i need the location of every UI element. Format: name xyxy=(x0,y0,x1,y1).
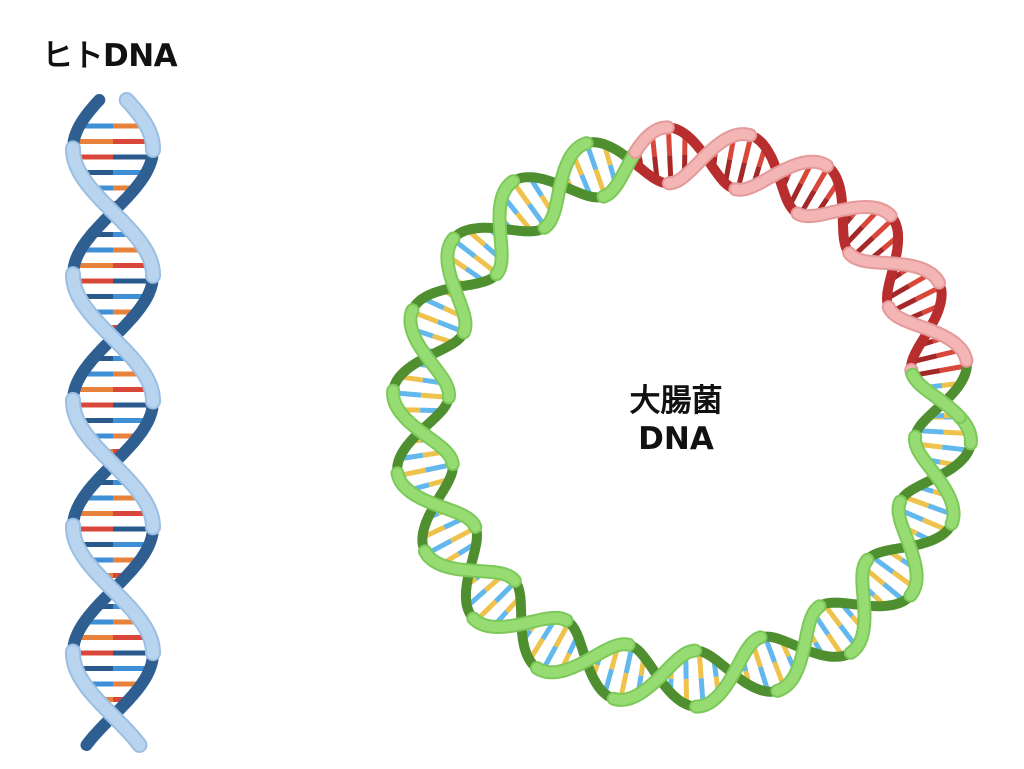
ring-strand-front xyxy=(532,639,634,678)
strand-front xyxy=(67,268,159,408)
ring-strand-front xyxy=(792,201,896,222)
circular-double-helix xyxy=(386,120,978,714)
ring-strand-front xyxy=(539,138,592,233)
ring-strand-front xyxy=(730,156,832,195)
ring-strand-front xyxy=(663,129,756,189)
ring-strand-front xyxy=(845,554,873,658)
ring-strand-back xyxy=(923,359,972,422)
ring-strand-front xyxy=(468,612,572,633)
ring-strand-front xyxy=(772,601,825,696)
human-dna-title: ヒトDNA xyxy=(42,38,178,74)
ecoli-dna-label: 大腸菌 DNA xyxy=(596,382,756,458)
linear-double-helix xyxy=(65,92,161,753)
ring-strand-front xyxy=(907,369,965,422)
ring-strand-front xyxy=(420,546,520,586)
strand-front xyxy=(67,142,159,282)
ring-strand-front xyxy=(910,431,959,529)
strand-front xyxy=(67,519,159,660)
ring-strand-front xyxy=(691,632,766,712)
ecoli-label-line1: 大腸菌 xyxy=(629,383,723,419)
ring-strand-front xyxy=(844,248,944,288)
ring-strand-front xyxy=(598,144,642,202)
ring-strand-front xyxy=(392,468,481,532)
ecoli-label-line2: DNA xyxy=(638,421,714,457)
ring-strand-front xyxy=(442,233,471,338)
ring-strand-front xyxy=(893,496,922,601)
ring-strand-front xyxy=(608,645,701,705)
ring-strand-front xyxy=(491,176,519,280)
strand-front xyxy=(67,645,146,751)
ring-strand-front xyxy=(630,122,673,158)
strand-back xyxy=(80,645,159,751)
ring-strand-front xyxy=(405,305,454,403)
ring-strand-front xyxy=(883,302,972,366)
ring-strand-front xyxy=(388,385,458,470)
strand-front xyxy=(67,393,159,534)
strand-front xyxy=(120,94,159,156)
